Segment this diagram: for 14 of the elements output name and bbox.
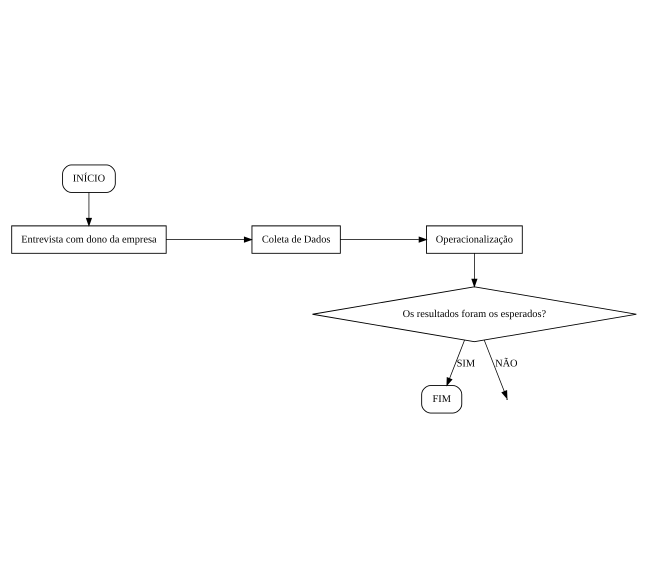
edge-label: SIM — [456, 358, 476, 369]
arrow — [340, 236, 428, 242]
node-box: Operacionalização — [426, 224, 523, 254]
arrow — [471, 252, 478, 288]
node-box: FIM — [421, 384, 462, 413]
node-box: INÍCIO — [62, 164, 116, 192]
arrow — [446, 339, 465, 386]
edge-label: NÃO — [495, 358, 518, 369]
arrow — [166, 236, 253, 242]
arrow — [484, 339, 508, 399]
node-box: Coleta de Dados — [252, 224, 341, 254]
node-diamond: Os resultados foram os esperados? — [312, 286, 637, 342]
node-box: Entrevista com dono da empresa — [11, 224, 167, 254]
arrow — [86, 192, 92, 226]
